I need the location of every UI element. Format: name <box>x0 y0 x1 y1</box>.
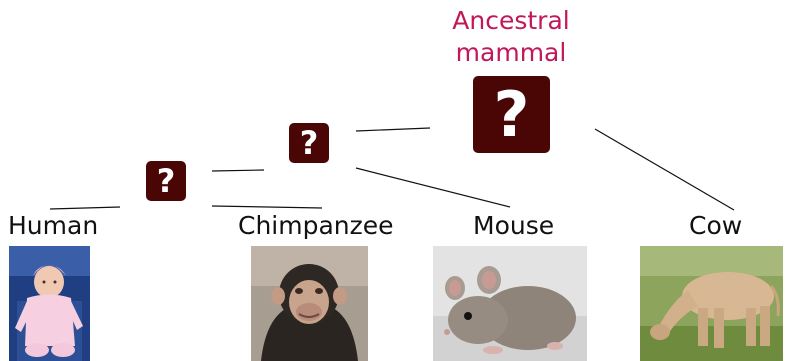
cow-photo <box>640 246 783 361</box>
edge-human-chimp-to-human <box>50 207 120 209</box>
edge-primate-mouse-to-mouse <box>356 168 510 207</box>
primate-mouse-ancestor-box: ? <box>289 123 329 163</box>
edge-human-chimp-to-chimp <box>212 206 322 208</box>
leaf-label-mouse: Mouse <box>473 212 554 240</box>
root-label-line1: Ancestral <box>411 5 611 37</box>
leaf-label-cow: Cow <box>689 212 742 240</box>
edge-primate-mouse-to-human-chimp <box>212 170 264 171</box>
edge-root-to-cow <box>595 129 734 210</box>
leaf-label-human: Human <box>8 212 98 240</box>
question-mark-icon: ? <box>157 162 176 200</box>
root-label-line2: mammal <box>411 37 611 69</box>
human-chimp-ancestor-box: ? <box>146 161 186 201</box>
edge-root-to-primate-mouse <box>356 128 430 131</box>
chimpanzee-photo <box>251 246 368 361</box>
question-mark-icon: ? <box>494 78 530 151</box>
question-mark-icon: ? <box>300 124 319 162</box>
root-label: Ancestral mammal <box>411 5 611 69</box>
leaf-label-chimpanzee: Chimpanzee <box>238 212 394 240</box>
root-unknown-box: ? <box>473 76 550 153</box>
baby-photo <box>9 246 90 361</box>
mouse-photo <box>433 246 587 361</box>
